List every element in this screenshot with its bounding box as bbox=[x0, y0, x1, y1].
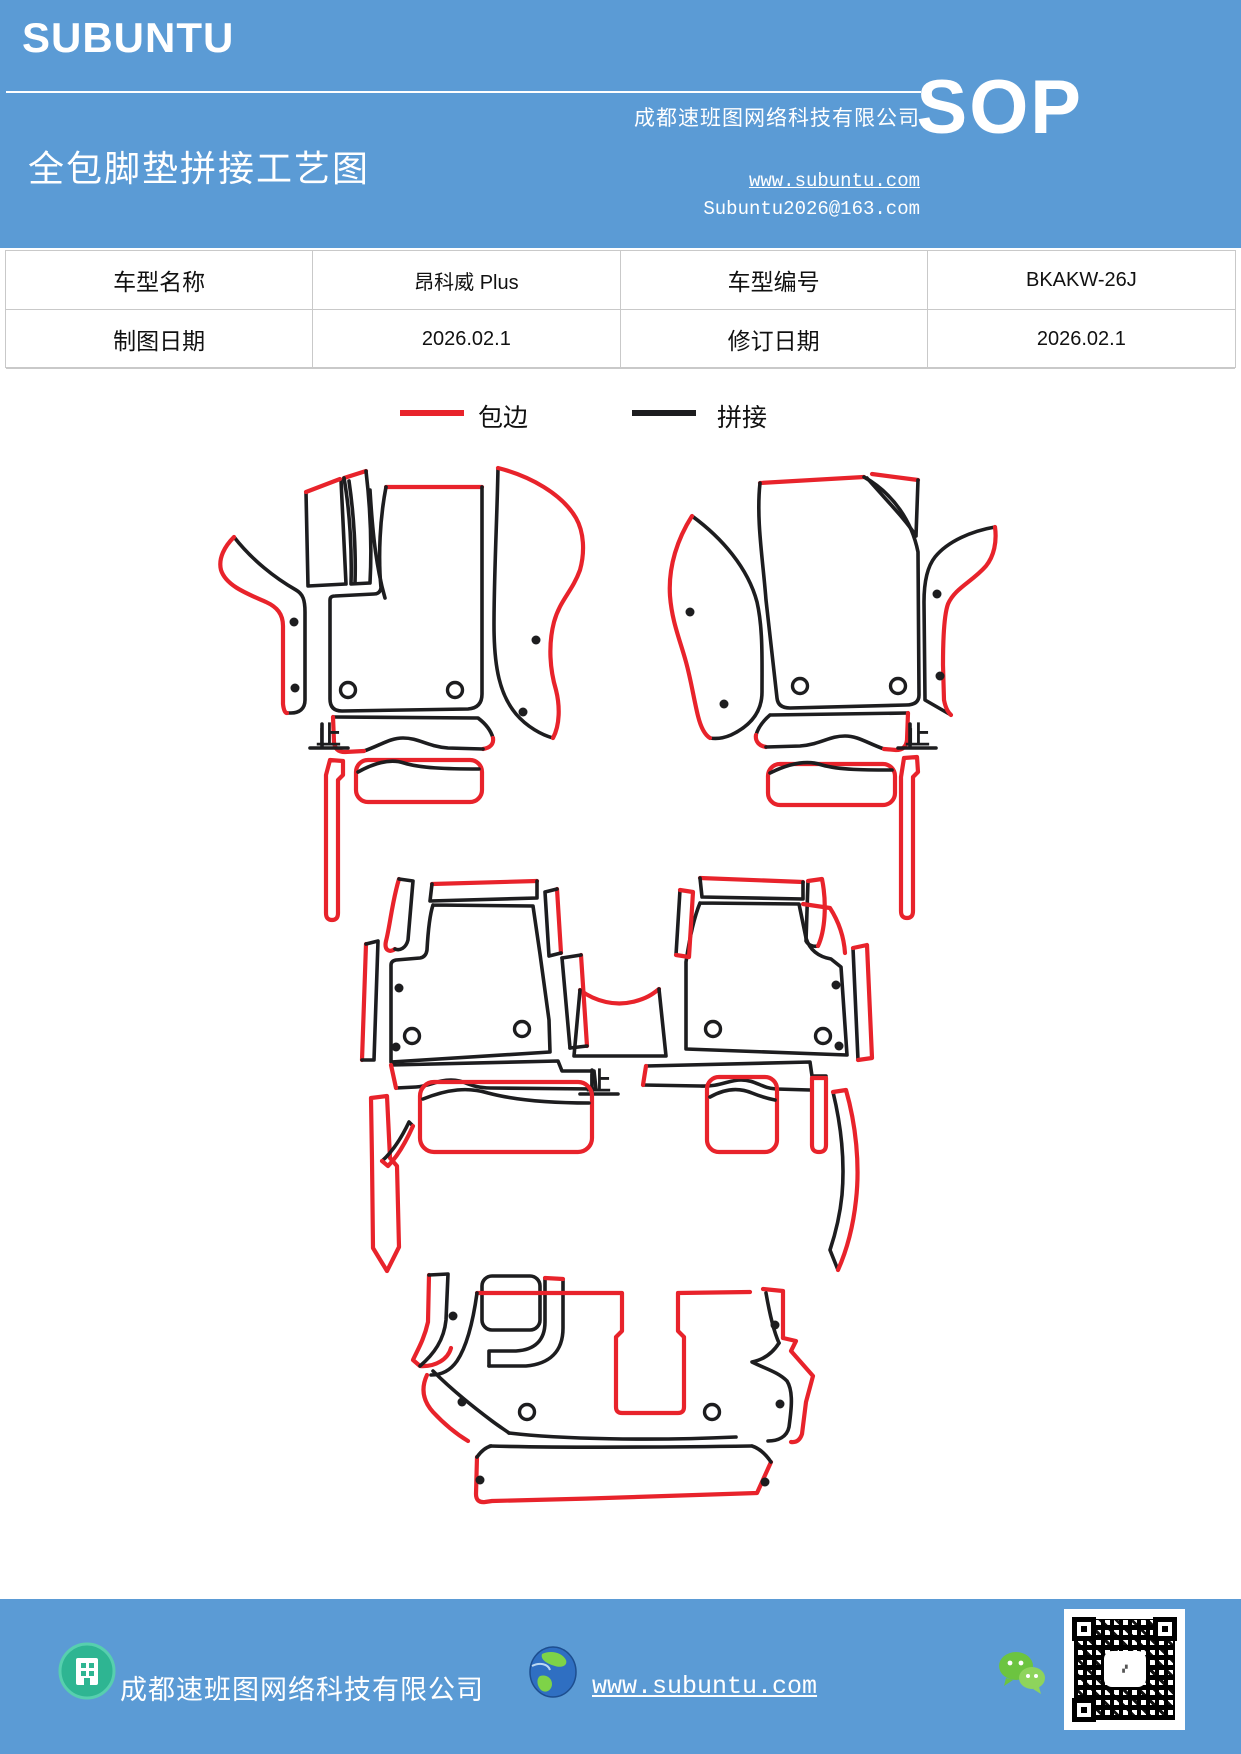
model-name-label: 车型名称 bbox=[6, 251, 314, 310]
stop-mark: 止 bbox=[316, 722, 341, 750]
sop-label: SOP bbox=[916, 65, 1083, 150]
wechat-icon bbox=[999, 1652, 1045, 1694]
footer-website-link[interactable]: www.subuntu.com bbox=[592, 1672, 818, 1701]
header-company-name: 成都速班图网络科技有限公司 bbox=[634, 106, 920, 130]
second-row-mats-drawing: 止 bbox=[359, 875, 875, 1274]
draw-date-value: 2026.02.1 bbox=[313, 310, 621, 369]
model-code-label: 车型编号 bbox=[620, 251, 928, 310]
trunk-mat-drawing bbox=[410, 1272, 816, 1505]
globe-icon bbox=[529, 1646, 577, 1698]
model-code-value: BKAKW-26J bbox=[927, 251, 1235, 310]
qr-center-logo: ▞ bbox=[1106, 1653, 1144, 1685]
draw-date-label: 制图日期 bbox=[6, 310, 314, 369]
legend-splice-label: 拼接 bbox=[717, 405, 768, 432]
legend-binding-label: 包边 bbox=[478, 405, 529, 432]
front-left-mat-drawing: 止 bbox=[218, 465, 586, 923]
revise-date-value: 2026.02.1 bbox=[927, 310, 1235, 369]
qr-code: ▞ bbox=[1064, 1609, 1185, 1730]
header-website-link[interactable]: www.subuntu.com bbox=[748, 170, 920, 192]
header-divider bbox=[6, 91, 921, 93]
page-title: 全包脚垫拼接工艺图 bbox=[28, 149, 371, 189]
revise-date-label: 修订日期 bbox=[620, 310, 928, 369]
legend-splice-swatch bbox=[632, 410, 696, 416]
qr-finder-icon bbox=[1072, 1617, 1096, 1641]
header-email: Subuntu2026@163.com bbox=[703, 198, 920, 220]
company-building-icon bbox=[58, 1642, 116, 1700]
header-band: SUBUNTU 全包脚垫拼接工艺图 成都速班图网络科技有限公司 www.subu… bbox=[0, 0, 1241, 248]
qr-finder-icon bbox=[1072, 1698, 1096, 1722]
model-name-value: 昂科威 Plus bbox=[313, 251, 621, 310]
legend-binding-swatch bbox=[400, 410, 464, 416]
qr-finder-icon bbox=[1153, 1617, 1177, 1641]
front-right-mat-drawing: 止 bbox=[667, 471, 998, 921]
footer-company-name: 成都速班图网络科技有限公司 bbox=[120, 1675, 484, 1705]
brand-logo: SUBUNTU bbox=[22, 14, 235, 61]
vehicle-info-table: 车型名称 昂科威 Plus 车型编号 BKAKW-26J 制图日期 2026.0… bbox=[5, 250, 1236, 369]
